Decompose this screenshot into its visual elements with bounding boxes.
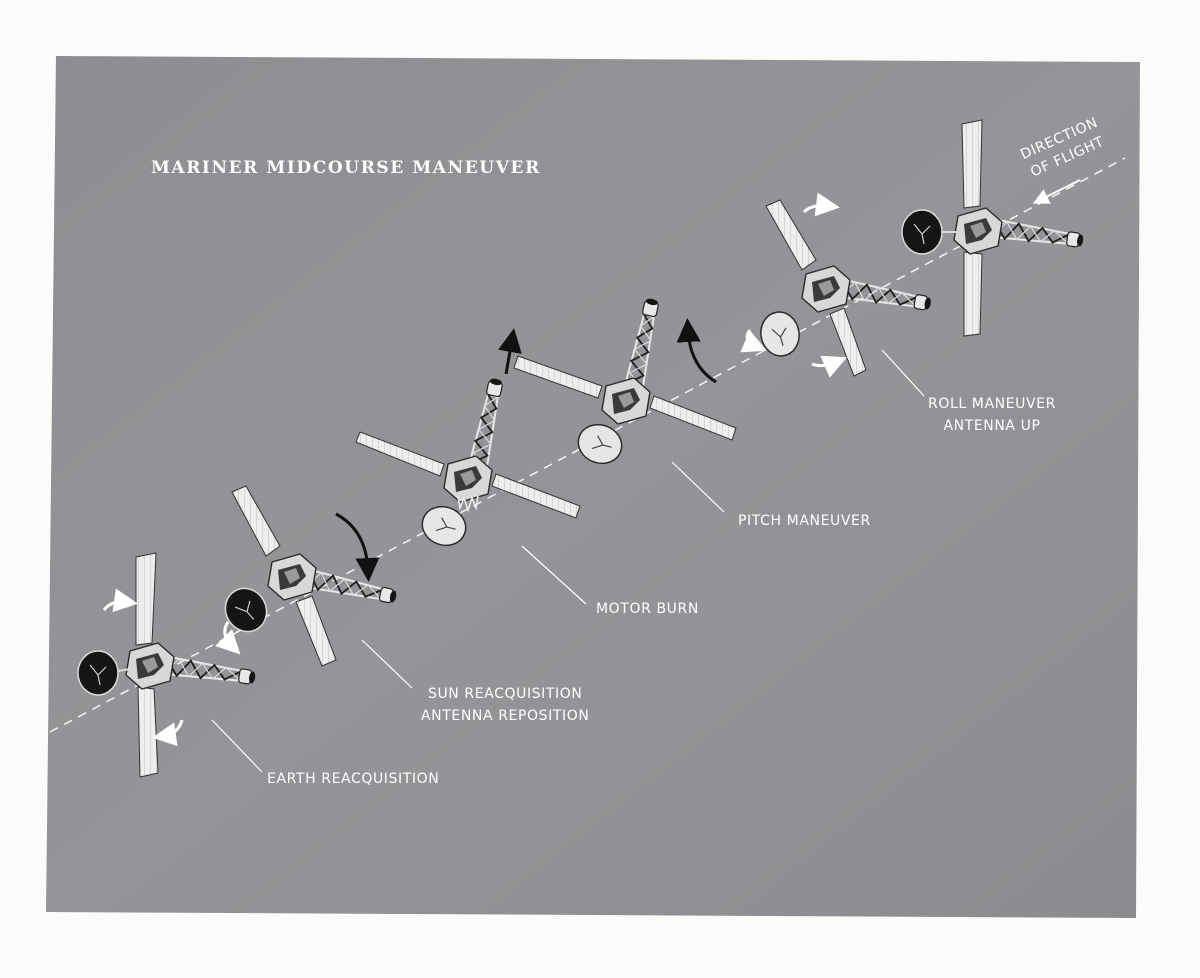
sun-label-line2: ANTENNA REPOSITION bbox=[421, 708, 590, 724]
roll-arrow-left bbox=[740, 329, 768, 353]
spacecraft-earth-reacquisition bbox=[77, 552, 258, 778]
leader-earth bbox=[211, 719, 263, 773]
spacecraft-pitch-maneuver bbox=[513, 296, 737, 471]
plate-background bbox=[46, 56, 1140, 918]
leader-motor bbox=[521, 545, 587, 605]
roll-label-line2: ANTENNA UP bbox=[943, 418, 1041, 434]
sun-rotate-arrow bbox=[335, 512, 380, 582]
earth-reacquisition-label: EARTH REACQUISITION bbox=[267, 771, 440, 787]
earth-roll-arrow-bottom bbox=[152, 719, 184, 747]
direction-arrow bbox=[1032, 179, 1081, 204]
sun-reacquisition-label: SUN REACQUISITION ANTENNA REPOSITION bbox=[421, 683, 589, 727]
spacecraft-initial bbox=[901, 119, 1086, 337]
earth-roll-arrow-top bbox=[102, 588, 138, 613]
leader-pitch bbox=[671, 461, 725, 513]
leader-roll bbox=[881, 349, 925, 397]
roll-arrow-top bbox=[802, 192, 840, 217]
sun-antenna-arrow bbox=[215, 621, 241, 655]
roll-label-line1: ROLL MANEUVER bbox=[928, 396, 1056, 412]
spacecraft-sun-reacquisition bbox=[216, 485, 399, 667]
roll-arrow-bottom bbox=[811, 355, 848, 378]
sun-label-line1: SUN REACQUISITION bbox=[427, 686, 583, 702]
pitch-arrow bbox=[676, 318, 717, 384]
pitch-maneuver-label: PITCH MANEUVER bbox=[738, 513, 871, 529]
motor-burn-arrow bbox=[498, 328, 522, 375]
spacecraft-roll-maneuver bbox=[756, 199, 934, 377]
motor-burn-label: MOTOR BURN bbox=[596, 601, 699, 617]
roll-maneuver-label: ROLL MANEUVER ANTENNA UP bbox=[928, 393, 1056, 437]
spacecraft-motor-burn bbox=[355, 376, 581, 553]
diagram-title: MARINER MIDCOURSE MANEUVER bbox=[151, 158, 541, 178]
leader-sun bbox=[361, 639, 413, 689]
